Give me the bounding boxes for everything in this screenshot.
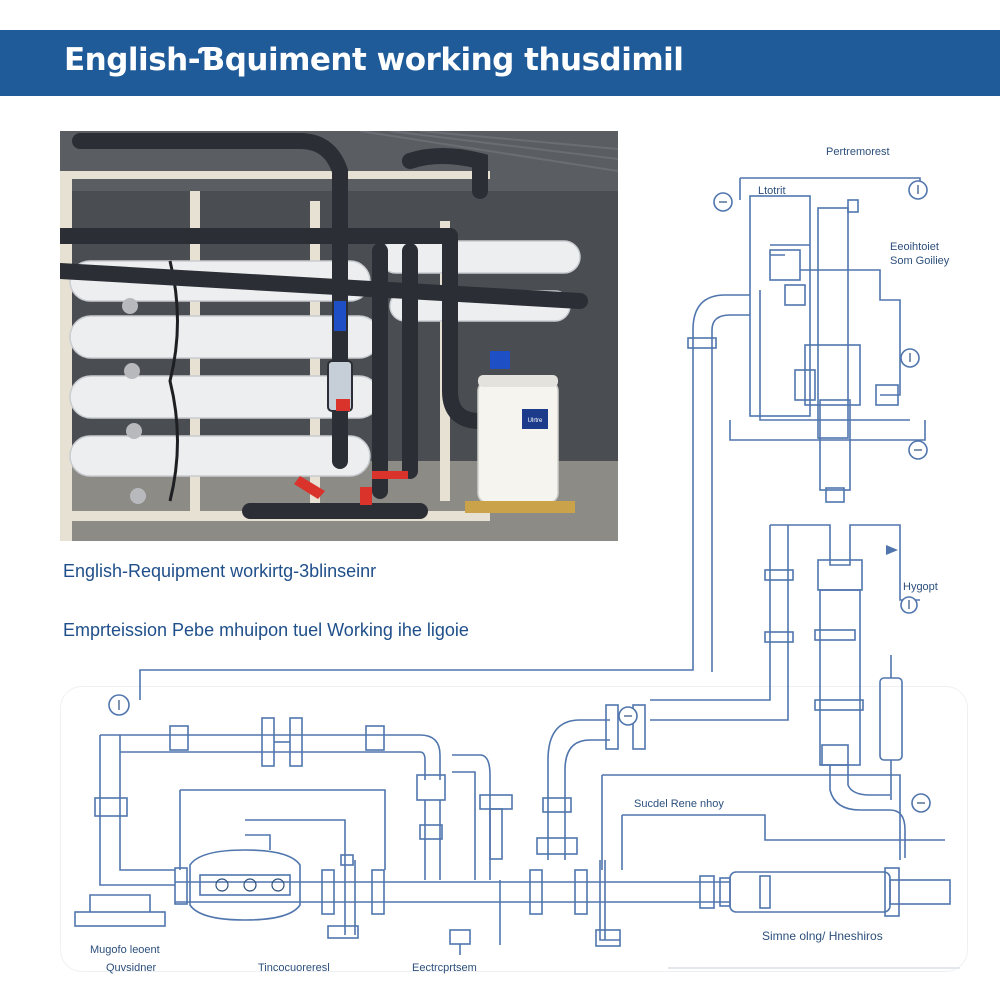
label-right-mid: Hygopt bbox=[903, 581, 938, 593]
label-center-title: Sucdel Rene nhoy bbox=[634, 798, 724, 810]
label-right-upper-2: Som Goiliey bbox=[890, 255, 950, 267]
title-banner: English-Ɓquiment working thusdimil bbox=[0, 30, 1000, 96]
page-title: English-Ɓquiment working thusdimil bbox=[64, 42, 684, 78]
flow-arrow-icon bbox=[886, 545, 898, 555]
schematic-panel bbox=[60, 686, 968, 972]
label-right-upper-1: Eeoihtoiet bbox=[890, 241, 939, 253]
label-bottom-mid-1: Tincocuoreresl bbox=[258, 962, 330, 974]
equipment-illustration: Ulrtre bbox=[60, 131, 618, 541]
label-bottom-mid-2: Eectrcprtsem bbox=[412, 962, 477, 974]
label-bottom-left-1: Mugofo leoent bbox=[90, 944, 160, 956]
caption-line-1: English-Requipment workirtg-3blinseinr bbox=[63, 561, 377, 581]
tank-label: Ulrtre bbox=[528, 418, 543, 424]
label-bottom-right: Simne olng/ Hneshiros bbox=[762, 929, 883, 943]
label-top-center: Pertremorest bbox=[826, 146, 890, 158]
equipment-photo: Ulrtre bbox=[60, 131, 618, 541]
label-bottom-left-2: Quvsidner bbox=[106, 962, 157, 974]
label-top-box: Ltotrit bbox=[758, 185, 786, 197]
caption-line-2: Emprteission Pebe mhuipon tuel Working i… bbox=[63, 620, 469, 640]
